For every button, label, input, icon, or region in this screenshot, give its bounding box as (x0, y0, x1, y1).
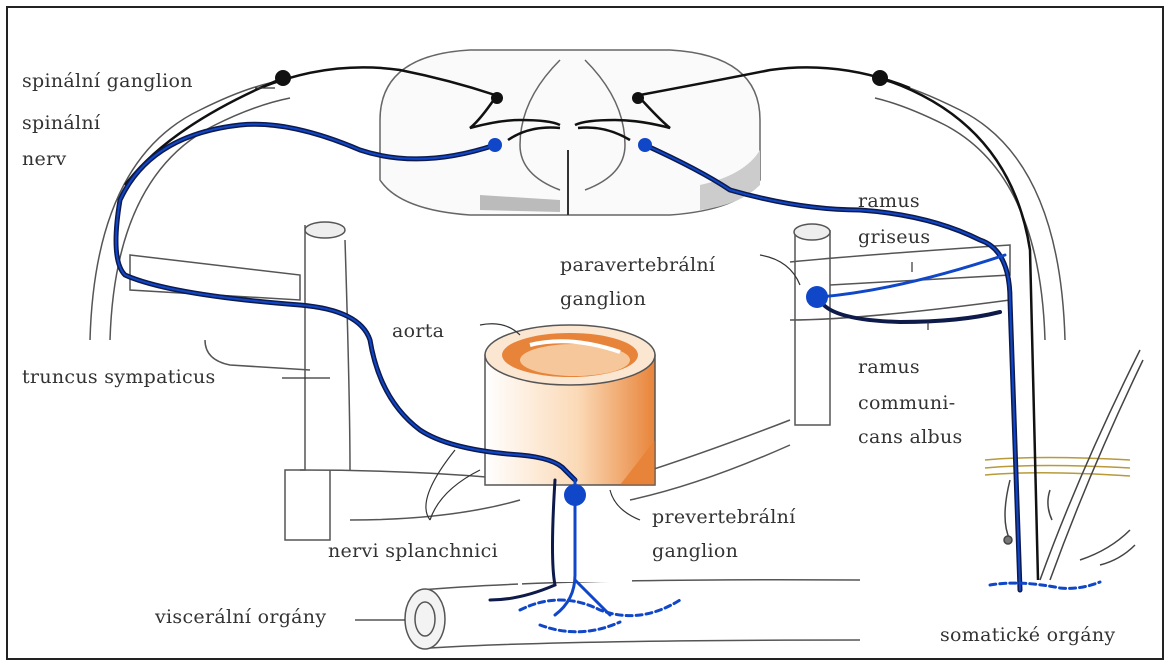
dorsal-horn-cell-right (632, 92, 644, 104)
label-ramus-albus-line2: communi- (858, 392, 955, 414)
label-truncus-sympaticus: truncus sympaticus (22, 366, 216, 388)
label-paravertebral-line1: paravertebrální (560, 254, 715, 276)
label-paravertebral-line2: ganglion (560, 288, 646, 310)
prevertebral-ganglion-cell (564, 484, 586, 506)
label-aorta: aorta (392, 320, 444, 342)
label-ramus-griseus-line1: ramus (858, 190, 920, 212)
spinal-cord (380, 50, 760, 215)
label-ramus-albus-line1: ramus (858, 356, 920, 378)
label-nervi-splanchnici: nervi splanchnici (328, 540, 498, 562)
paravertebral-ganglion-cell (806, 286, 828, 308)
aorta-cylinder (485, 325, 655, 485)
dorsal-horn-cell-left (491, 92, 503, 104)
hair-follicle (1004, 350, 1143, 580)
label-ramus-griseus-line2: griseus (858, 226, 930, 248)
label-visceral-organs: viscerální orgány (155, 606, 326, 628)
lateral-horn-cell-left (488, 138, 502, 152)
label-spinal-ganglion: spinální ganglion (22, 70, 193, 92)
label-prevertebral-line2: ganglion (652, 540, 738, 562)
label-ramus-albus-line3: cans albus (858, 426, 963, 448)
label-spinal-nerve-line2: nerv (22, 148, 67, 170)
lateral-horn-cell-right (638, 138, 652, 152)
label-prevertebral-line1: prevertebrální (652, 506, 796, 528)
label-somatic-organs: somatické orgány (940, 624, 1115, 646)
skin-layer (985, 458, 1130, 477)
spinal-ganglion-right (872, 70, 888, 86)
label-spinal-nerve-line1: spinální (22, 112, 100, 134)
spinal-ganglion-left (275, 70, 291, 86)
